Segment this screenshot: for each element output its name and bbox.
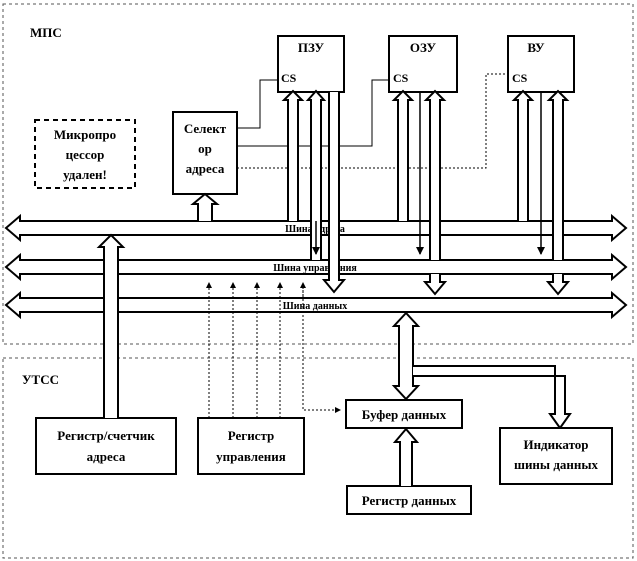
mps-zone-label: МПС (30, 25, 62, 40)
counter-line-1: Регистр/счетчик (57, 428, 155, 443)
data-bus-indicator (499, 427, 613, 485)
control-reg-line-2: управления (216, 449, 286, 464)
control-bus-label: Шина управления (273, 263, 357, 274)
vu-cs-line (237, 73, 508, 169)
counter-line-2: адреса (87, 449, 126, 464)
data-bus-label: Шина данных (283, 301, 347, 312)
control-reg-lines (206, 282, 341, 418)
data-bus (4, 290, 628, 320)
data-buffer-label: Буфер данных (362, 407, 447, 422)
vu-bus-links (511, 89, 571, 296)
address-selector (172, 111, 238, 195)
selector-line-1: Селект (184, 121, 227, 136)
vu-cs-label: CS (512, 71, 528, 85)
ozu-bus-links (391, 89, 448, 296)
data-buffer (345, 399, 463, 429)
address-counter-register (35, 417, 177, 475)
ozu-cs-label: CS (393, 71, 409, 85)
ozu-module (388, 35, 458, 93)
mps-zone-frame (2, 3, 634, 345)
pzu-bus-links (281, 89, 347, 294)
data-register (346, 485, 472, 515)
cpu-line-2: цессор (66, 147, 105, 162)
selector-line-3: адреса (186, 161, 225, 176)
cpu-line-3: удален! (63, 167, 107, 182)
pzu-cs-label: CS (281, 71, 297, 85)
control-reg-line-1: Регистр (228, 428, 274, 443)
selector-line-2: ор (198, 141, 212, 156)
control-bus (4, 252, 628, 282)
indicator-line-2: шины данных (514, 457, 599, 472)
pzu-module (277, 35, 345, 93)
counter-bus-link (96, 233, 126, 418)
utss-zone-frame (2, 357, 634, 559)
pzu-cs-line (237, 79, 278, 129)
cpu-line-1: Микропро (54, 127, 116, 142)
ozu-cs-line (237, 79, 389, 147)
pzu-label: ПЗУ (298, 40, 325, 55)
selector-bus-link (190, 192, 220, 221)
buffer-bus-link (391, 311, 421, 401)
data-register-label: Регистр данных (362, 493, 457, 508)
control-register (197, 417, 305, 475)
ozu-label: ОЗУ (410, 40, 437, 55)
indicator-line-1: Индикатор (523, 437, 588, 452)
data-reg-buffer-link (392, 427, 420, 486)
vu-label: ВУ (527, 40, 545, 55)
removed-cpu-box (34, 119, 136, 189)
utss-zone-label: УТСС (22, 372, 59, 387)
